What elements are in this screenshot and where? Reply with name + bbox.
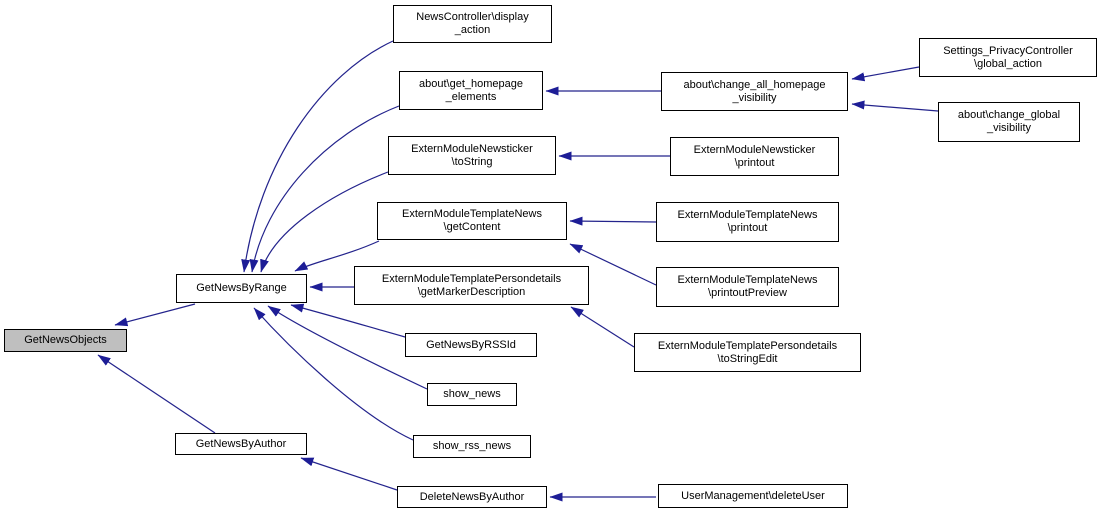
graph-node-label: Settings_PrivacyController \global_actio… [943, 44, 1073, 70]
edge-show-news-to-get-news-by-range [267, 305, 428, 390]
graph-node-show-news[interactable]: show_news [427, 383, 517, 406]
graph-node-label: ExternModuleNewsticker \printout [693, 143, 816, 169]
graph-node-label: about\change_all_homepage _visibility [683, 78, 826, 104]
edge-get-news-by-range-to-get-news-objects [114, 303, 196, 327]
edge-news-controller-display-action-to-get-news-by-range [241, 40, 394, 273]
graph-node-label: GetNewsObjects [24, 334, 107, 346]
graph-node-user-management-deleteuser[interactable]: UserManagement\deleteUser [658, 484, 848, 508]
graph-node-get-news-by-rssid[interactable]: GetNewsByRSSId [405, 333, 537, 357]
graph-node-label: ExternModuleTemplatePersondetails \toStr… [657, 339, 838, 365]
graph-node-label: ExternModuleTemplateNews \getContent [401, 208, 542, 233]
graph-node-label: UserManagement\deleteUser [681, 489, 825, 502]
edge-get-news-by-rssid-to-get-news-by-range [290, 303, 406, 338]
graph-node-extern-module-newsticker-tostring[interactable]: ExternModuleNewsticker \toString [388, 136, 556, 175]
graph-node-about-change-global-visibility[interactable]: about\change_global _visibility [938, 102, 1080, 142]
graph-node-delete-news-by-author[interactable]: DeleteNewsByAuthor [397, 486, 547, 508]
graph-node-label: ExternModuleTemplateNews \printout [677, 209, 818, 234]
edge-about-get-homepage-elements-to-get-news-by-range [249, 105, 400, 273]
graph-node-label: show_news [443, 388, 501, 400]
edge-about-change-global-visibility-to-about-change-all-homepage-visibility [851, 100, 939, 112]
edge-delete-news-by-author-to-get-news-by-author [300, 457, 398, 491]
graph-node-label: about\get_homepage _elements [419, 77, 523, 103]
graph-node-extern-module-template-persondetails-tostringedit[interactable]: ExternModuleTemplatePersondetails \toStr… [634, 333, 861, 372]
graph-node-label: GetNewsByAuthor [195, 437, 287, 450]
graph-node-label: DeleteNewsByAuthor [419, 490, 525, 503]
edge-get-news-by-author-to-get-news-objects [97, 354, 216, 434]
graph-node-extern-module-template-news-printout[interactable]: ExternModuleTemplateNews \printout [656, 202, 839, 242]
graph-node-extern-module-template-news-getcontent[interactable]: ExternModuleTemplateNews \getContent [377, 202, 567, 240]
graph-node-label: ExternModuleTemplatePersondetails \getMa… [381, 272, 562, 298]
graph-node-label: ExternModuleTemplateNews \printoutPrevie… [677, 274, 818, 299]
graph-node-about-get-homepage-elements[interactable]: about\get_homepage _elements [399, 71, 543, 110]
graph-node-label: NewsController\display _action [416, 11, 529, 36]
graph-node-about-change-all-homepage-visibility[interactable]: about\change_all_homepage _visibility [661, 72, 848, 111]
graph-node-news-controller-display-action[interactable]: NewsController\display _action [393, 5, 552, 43]
graph-node-extern-module-newsticker-printout[interactable]: ExternModuleNewsticker \printout [670, 137, 839, 176]
edge-extern-module-template-news-getcontent-to-get-news-by-range [294, 240, 380, 272]
edge-extern-module-template-news-printout-to-extern-module-template-news-getcontent [569, 216, 657, 226]
graph-node-label: about\change_global _visibility [957, 109, 1061, 134]
edge-extern-module-newsticker-tostring-to-get-news-by-range [260, 171, 389, 273]
graph-node-label: show_rss_news [432, 440, 512, 452]
graph-node-label: ExternModuleNewsticker \toString [411, 142, 533, 168]
edge-extern-module-template-persondetails-tostringedit-to-extern-module-template-persondetails-getmarkerdescription [570, 306, 635, 348]
edge-extern-module-template-news-printoutpreview-to-extern-module-template-news-getcontent [569, 243, 657, 286]
graph-node-show-rss-news[interactable]: show_rss_news [413, 435, 531, 458]
graph-node-extern-module-template-persondetails-getmarkerdescription[interactable]: ExternModuleTemplatePersondetails \getMa… [354, 266, 589, 305]
graph-node-get-news-by-range[interactable]: GetNewsByRange [176, 274, 307, 303]
edge-show-rss-news-to-get-news-by-range [253, 307, 414, 441]
graph-node-get-news-by-author[interactable]: GetNewsByAuthor [175, 433, 307, 455]
graph-node-get-news-objects: GetNewsObjects [4, 329, 127, 352]
graph-node-label: GetNewsByRange [196, 282, 287, 294]
edge-settings-privacy-controller-global-action-to-about-change-all-homepage-visibility [851, 66, 920, 82]
graph-node-settings-privacy-controller-global-action[interactable]: Settings_PrivacyController \global_actio… [919, 38, 1097, 77]
graph-node-extern-module-template-news-printoutpreview[interactable]: ExternModuleTemplateNews \printoutPrevie… [656, 267, 839, 307]
graph-node-label: GetNewsByRSSId [426, 338, 516, 351]
edges-group [97, 40, 939, 502]
